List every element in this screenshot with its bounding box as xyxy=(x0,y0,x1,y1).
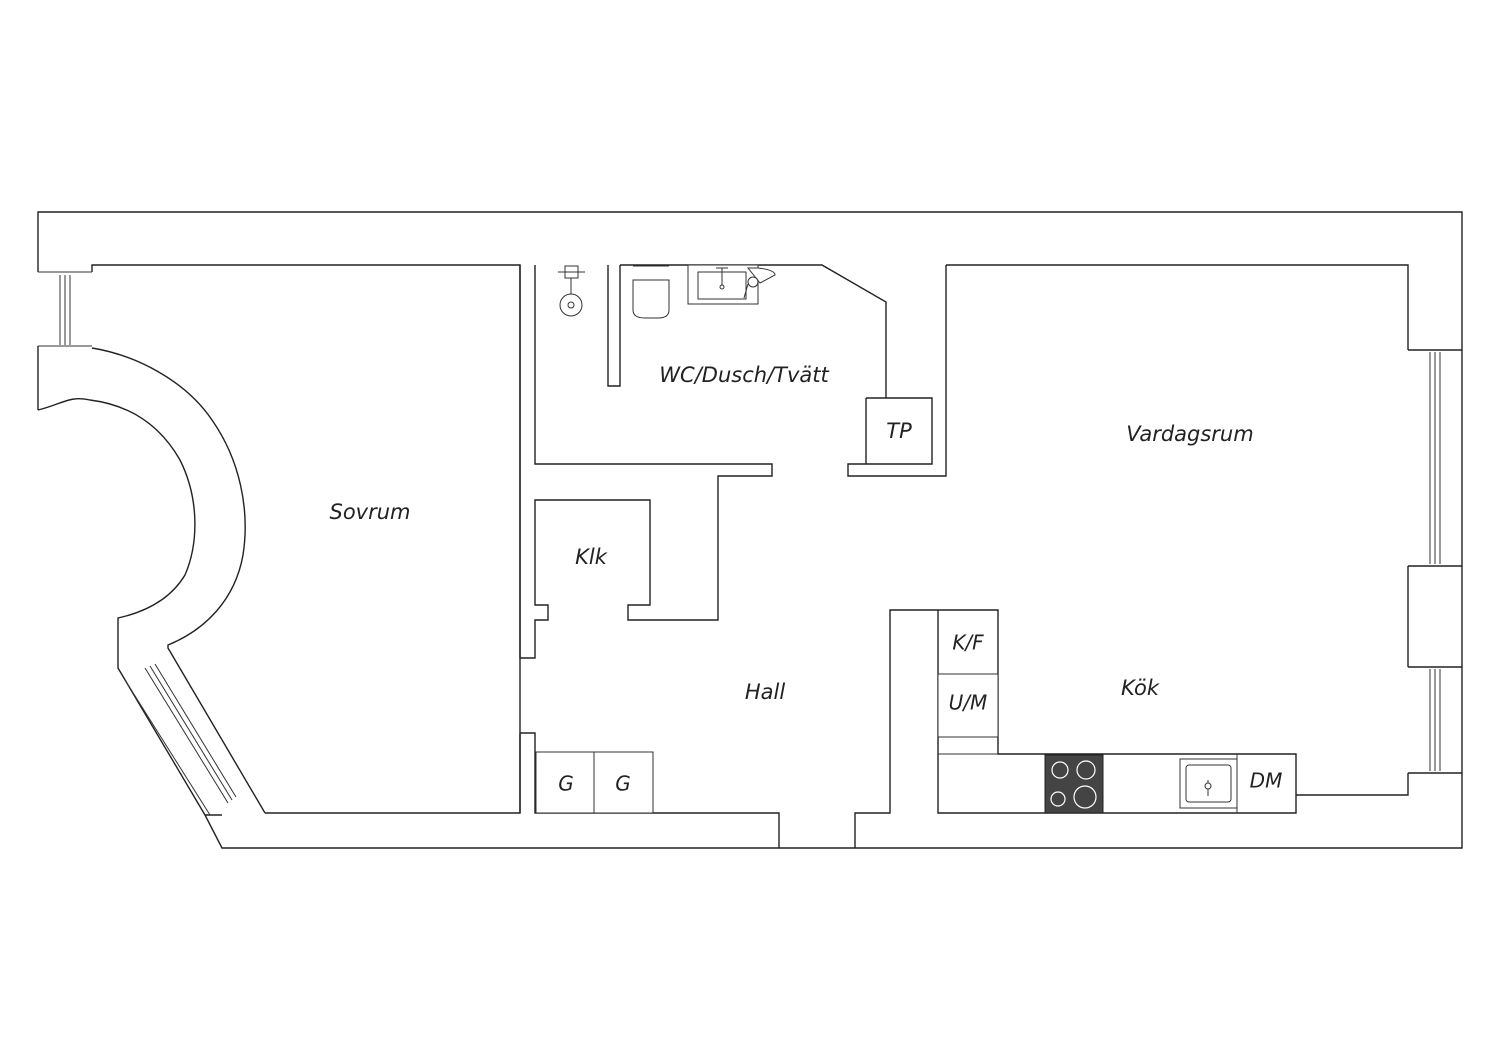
room-label-klk: Klk xyxy=(575,545,608,569)
room-label-wc: WC/Dusch/Tvätt xyxy=(659,363,829,387)
stove-icon xyxy=(1044,754,1104,814)
room-label-sovrum: Sovrum xyxy=(329,500,410,524)
shower-icon xyxy=(558,265,585,317)
appliance-label-dm: DM xyxy=(1250,769,1283,793)
room-label-hall: Hall xyxy=(745,680,785,704)
room-label-vardagsrum: Vardagsrum xyxy=(1126,422,1253,446)
sink-icon xyxy=(687,264,759,305)
room-label-kok: Kök xyxy=(1121,676,1160,700)
washing-machine-icon xyxy=(743,267,776,299)
room-labels: Sovrum WC/Dusch/Tvätt TP Vardagsrum Klk … xyxy=(329,363,1282,796)
wardrobes xyxy=(535,751,654,814)
wardrobe-label-2: G xyxy=(615,772,631,796)
bay-window-wall xyxy=(37,271,266,816)
kitchen-sink-icon xyxy=(1179,758,1238,809)
wardrobe-label-1: G xyxy=(558,772,574,796)
toilet-icon xyxy=(632,265,670,319)
room-label-tp: TP xyxy=(886,419,912,443)
cabinet-label-kf: K/F xyxy=(952,631,984,655)
outer-walls xyxy=(37,211,1463,849)
cabinet-label-um: U/M xyxy=(949,691,988,715)
right-windows xyxy=(1429,352,1441,771)
kitchen-cabinets xyxy=(937,673,999,738)
